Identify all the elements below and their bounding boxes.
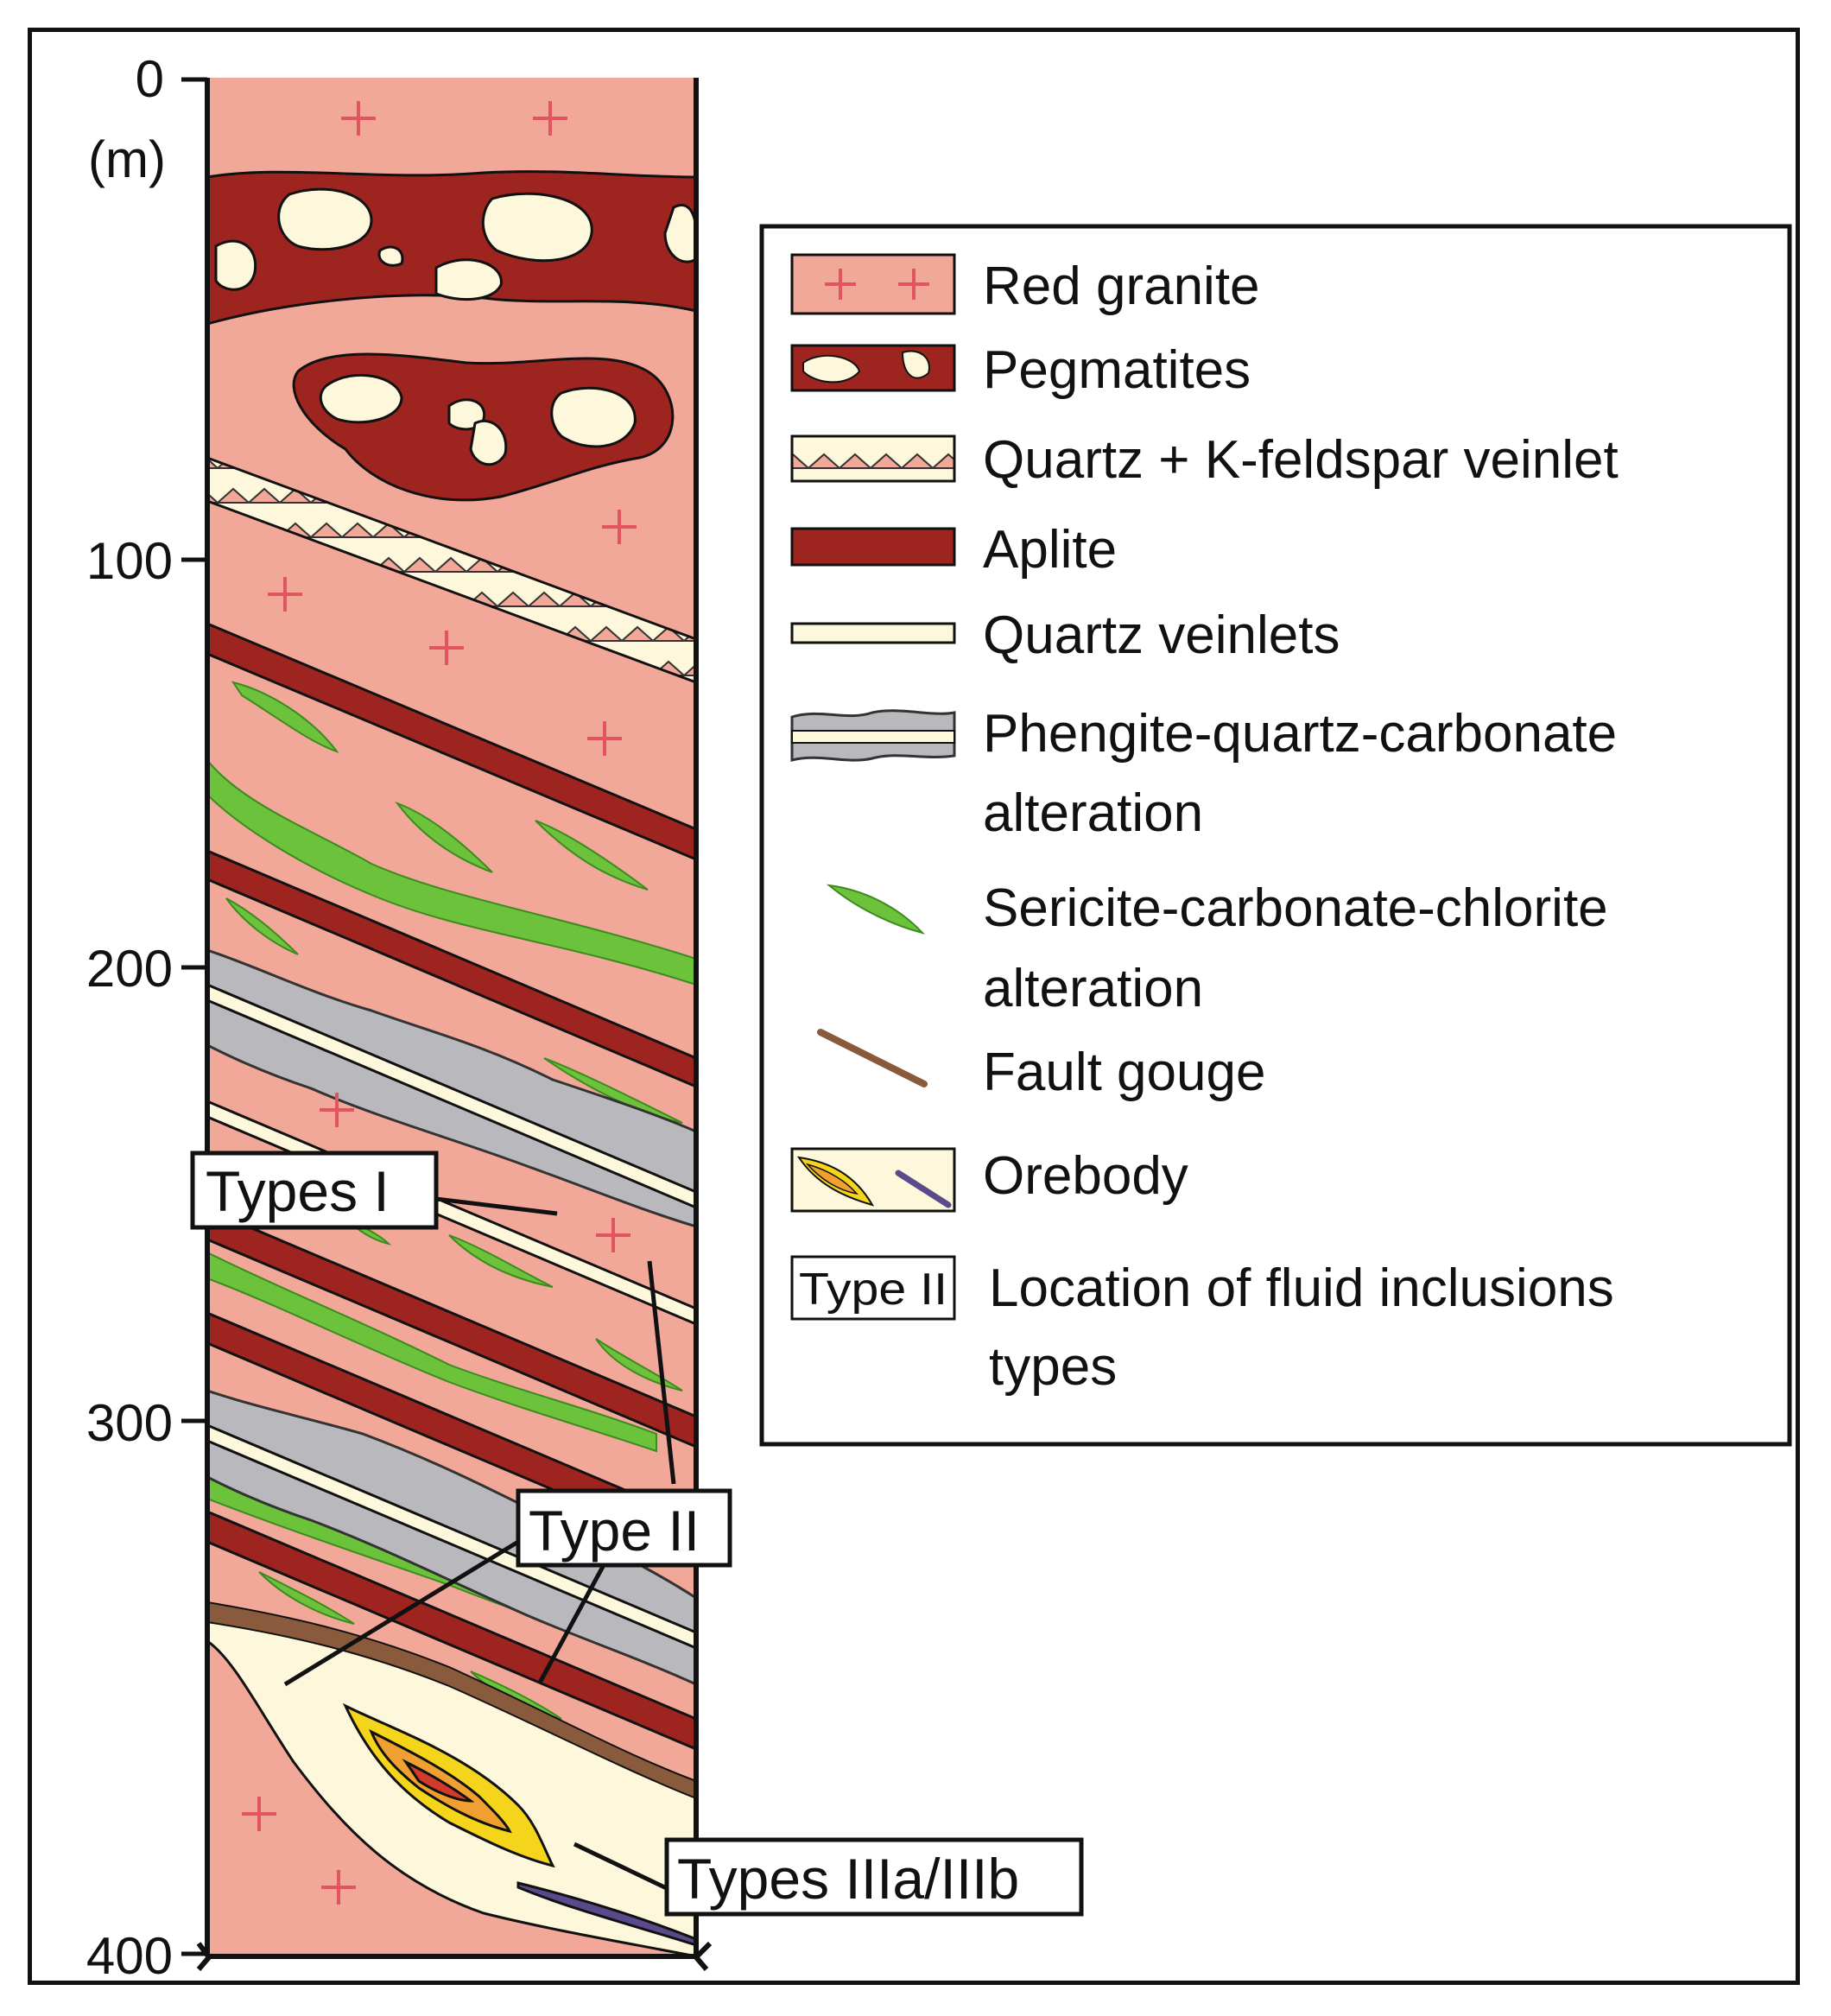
column-borders <box>196 78 713 1971</box>
legend-swatch-fault-gouge <box>817 1029 928 1087</box>
quartz-kfeldspar-veinlet-band <box>207 456 696 684</box>
legend-label-fluid-inclusions-2: types <box>989 1337 1117 1397</box>
callout-type-ii-label: Type II <box>529 1499 700 1563</box>
stratigraphic-column <box>207 78 696 1956</box>
legend-label-sericite-2: alteration <box>983 959 1203 1018</box>
legend-swatch-aplite <box>790 527 956 567</box>
legend-swatch-fluid-inclusions <box>790 1255 956 1321</box>
aplite-dikes <box>207 622 696 1751</box>
legend-label-sericite-1: Sericite-carbonate-chlorite <box>983 878 1608 938</box>
legend-label-orebody: Orebody <box>983 1146 1188 1206</box>
legend-item-sericite: Sericite-carbonate-chlorite alteration <box>826 878 1608 1018</box>
pegmatite-clasts-upper <box>214 187 696 301</box>
legend-swatch-orebody <box>790 1147 956 1213</box>
legend-label-fault-gouge: Fault gouge <box>983 1043 1265 1102</box>
orebody <box>342 1702 696 1947</box>
legend-item-orebody: Orebody <box>790 1146 1188 1213</box>
legend-swatch-quartz-kfeldspar <box>790 434 956 483</box>
callout-types-i-label: Types I <box>206 1159 390 1223</box>
legend-item-quartz-kfeldspar: Quartz + K-feldspar veinlet <box>790 430 1619 490</box>
depth-tick-0: 0 <box>136 50 164 108</box>
depth-tick-300: 300 <box>86 1394 173 1452</box>
legend-label-phengite-2: alteration <box>983 783 1203 843</box>
legend-item-fault-gouge: Fault gouge <box>817 1029 1265 1102</box>
depth-tick-100: 100 <box>86 532 173 590</box>
plus-icon <box>825 269 929 300</box>
legend-label-pegmatites: Pegmatites <box>983 340 1251 400</box>
legend-swatch-sericite <box>826 884 926 935</box>
depth-unit-label: (m) <box>88 130 166 188</box>
depth-tick-200: 200 <box>86 940 173 998</box>
depth-axis: 0 (m) 100 200 300 400 <box>86 50 207 1985</box>
legend-item-pegmatites: Pegmatites <box>790 340 1251 400</box>
legend-item-quartz-veinlets: Quartz veinlets <box>790 605 1340 665</box>
legend-item-phengite: Phengite-quartz-carbonate alteration <box>790 704 1617 843</box>
legend-label-fluid-inclusions-1: Location of fluid inclusions <box>989 1258 1614 1318</box>
figure-frame <box>28 28 1800 1985</box>
callout-leaders <box>283 1196 676 1894</box>
legend-label-red-granite: Red granite <box>983 257 1260 316</box>
legend-label-aplite: Aplite <box>983 520 1117 580</box>
legend-box <box>759 224 1792 1447</box>
legend-item-aplite: Aplite <box>790 520 1117 580</box>
callout-types-iii: Types IIIa/IIIb <box>664 1837 1084 1917</box>
legend-item-red-granite: Red granite <box>790 253 1260 316</box>
legend-label-quartz-veinlets: Quartz veinlets <box>983 605 1340 665</box>
granite-crosses <box>242 101 637 1905</box>
legend-label-phengite-1: Phengite-quartz-carbonate <box>983 704 1617 764</box>
legend-item-fluid-inclusions: Type II Location of fluid inclusions typ… <box>790 1255 1614 1397</box>
callout-types-i: Types I <box>190 1151 439 1230</box>
legend-label-quartz-kfeldspar: Quartz + K-feldspar veinlet <box>983 430 1619 490</box>
legend: Red granite Pegmatites Quartz + K-feldsp… <box>759 224 1792 1447</box>
callout-type-ii: Type II <box>516 1488 732 1568</box>
depth-tick-400: 400 <box>86 1927 173 1985</box>
callout-types-iii-label: Types IIIa/IIIb <box>677 1847 1019 1911</box>
legend-swatch-type-ii-label: Type II <box>799 1265 947 1315</box>
pegmatite-clasts-lower <box>319 373 637 466</box>
legend-swatch-red-granite <box>790 253 956 315</box>
legend-swatch-quartz-veinlets <box>790 622 956 644</box>
fault-gouge <box>207 1601 696 1800</box>
